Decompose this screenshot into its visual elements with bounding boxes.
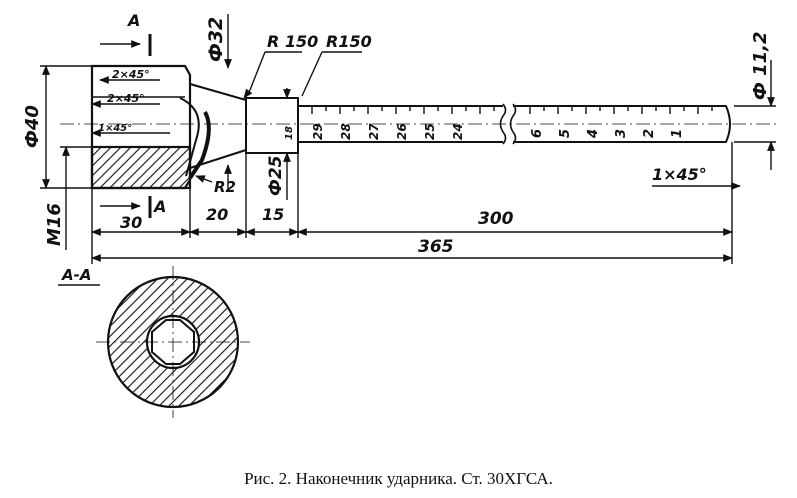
striker-head [90,64,299,190]
dim-d40: Ф40 [22,105,43,148]
scale-numbers-right: 6 5 4 3 2 1 [530,129,685,139]
dim-small-18: 18 [284,126,295,140]
dim-length-300: 300 [478,209,514,229]
dim-chamfer-top: 2×45° [112,68,150,81]
scale-label: 6 [530,129,545,138]
scale-numbers-left: 29 28 27 26 25 24 [311,123,465,140]
dim-r150-right: R150 [326,32,372,51]
scale-label: 5 [558,129,573,138]
scale-label: 2 [642,129,657,138]
dim-d32: Ф32 [205,17,227,62]
scale-label: 25 [423,123,437,140]
dim-length-365: 365 [418,237,454,257]
section-title: A-A [61,266,91,284]
dim-m16: M16 [44,203,65,246]
scale-label: 1 [670,129,685,138]
dim-d11-2: Ф 11,2 [750,31,771,100]
scale-label: 3 [614,129,629,138]
dim-length-30: 30 [120,213,142,232]
dim-length-15: 15 [262,205,284,224]
dim-r150-left: R 150 [267,32,318,51]
dimension-lines [40,14,776,286]
dim-chamfer-left: 1×45° [98,123,132,134]
scale-label: 4 [586,129,601,139]
scale-label: 24 [451,123,465,140]
scale-ticks [311,106,713,114]
dim-d25: Ф25 [266,155,286,196]
figure-caption: Рис. 2. Наконечник ударника. Ст. 30ХГСА. [244,469,553,488]
scale-label: 27 [367,123,381,140]
scale-label: 29 [311,123,325,140]
section-a-a [96,266,250,418]
section-mark-top: A [126,11,140,30]
scale-label: 28 [339,123,353,140]
dim-r2: R2 [214,178,236,196]
dim-chamfer-right: 1×45° [652,165,707,184]
dim-length-20: 20 [206,205,228,224]
striker-shank [60,103,780,145]
section-mark-bottom: A [152,197,166,216]
scale-label: 26 [395,123,409,140]
dim-chamfer-mid: 2×45° [107,92,145,105]
